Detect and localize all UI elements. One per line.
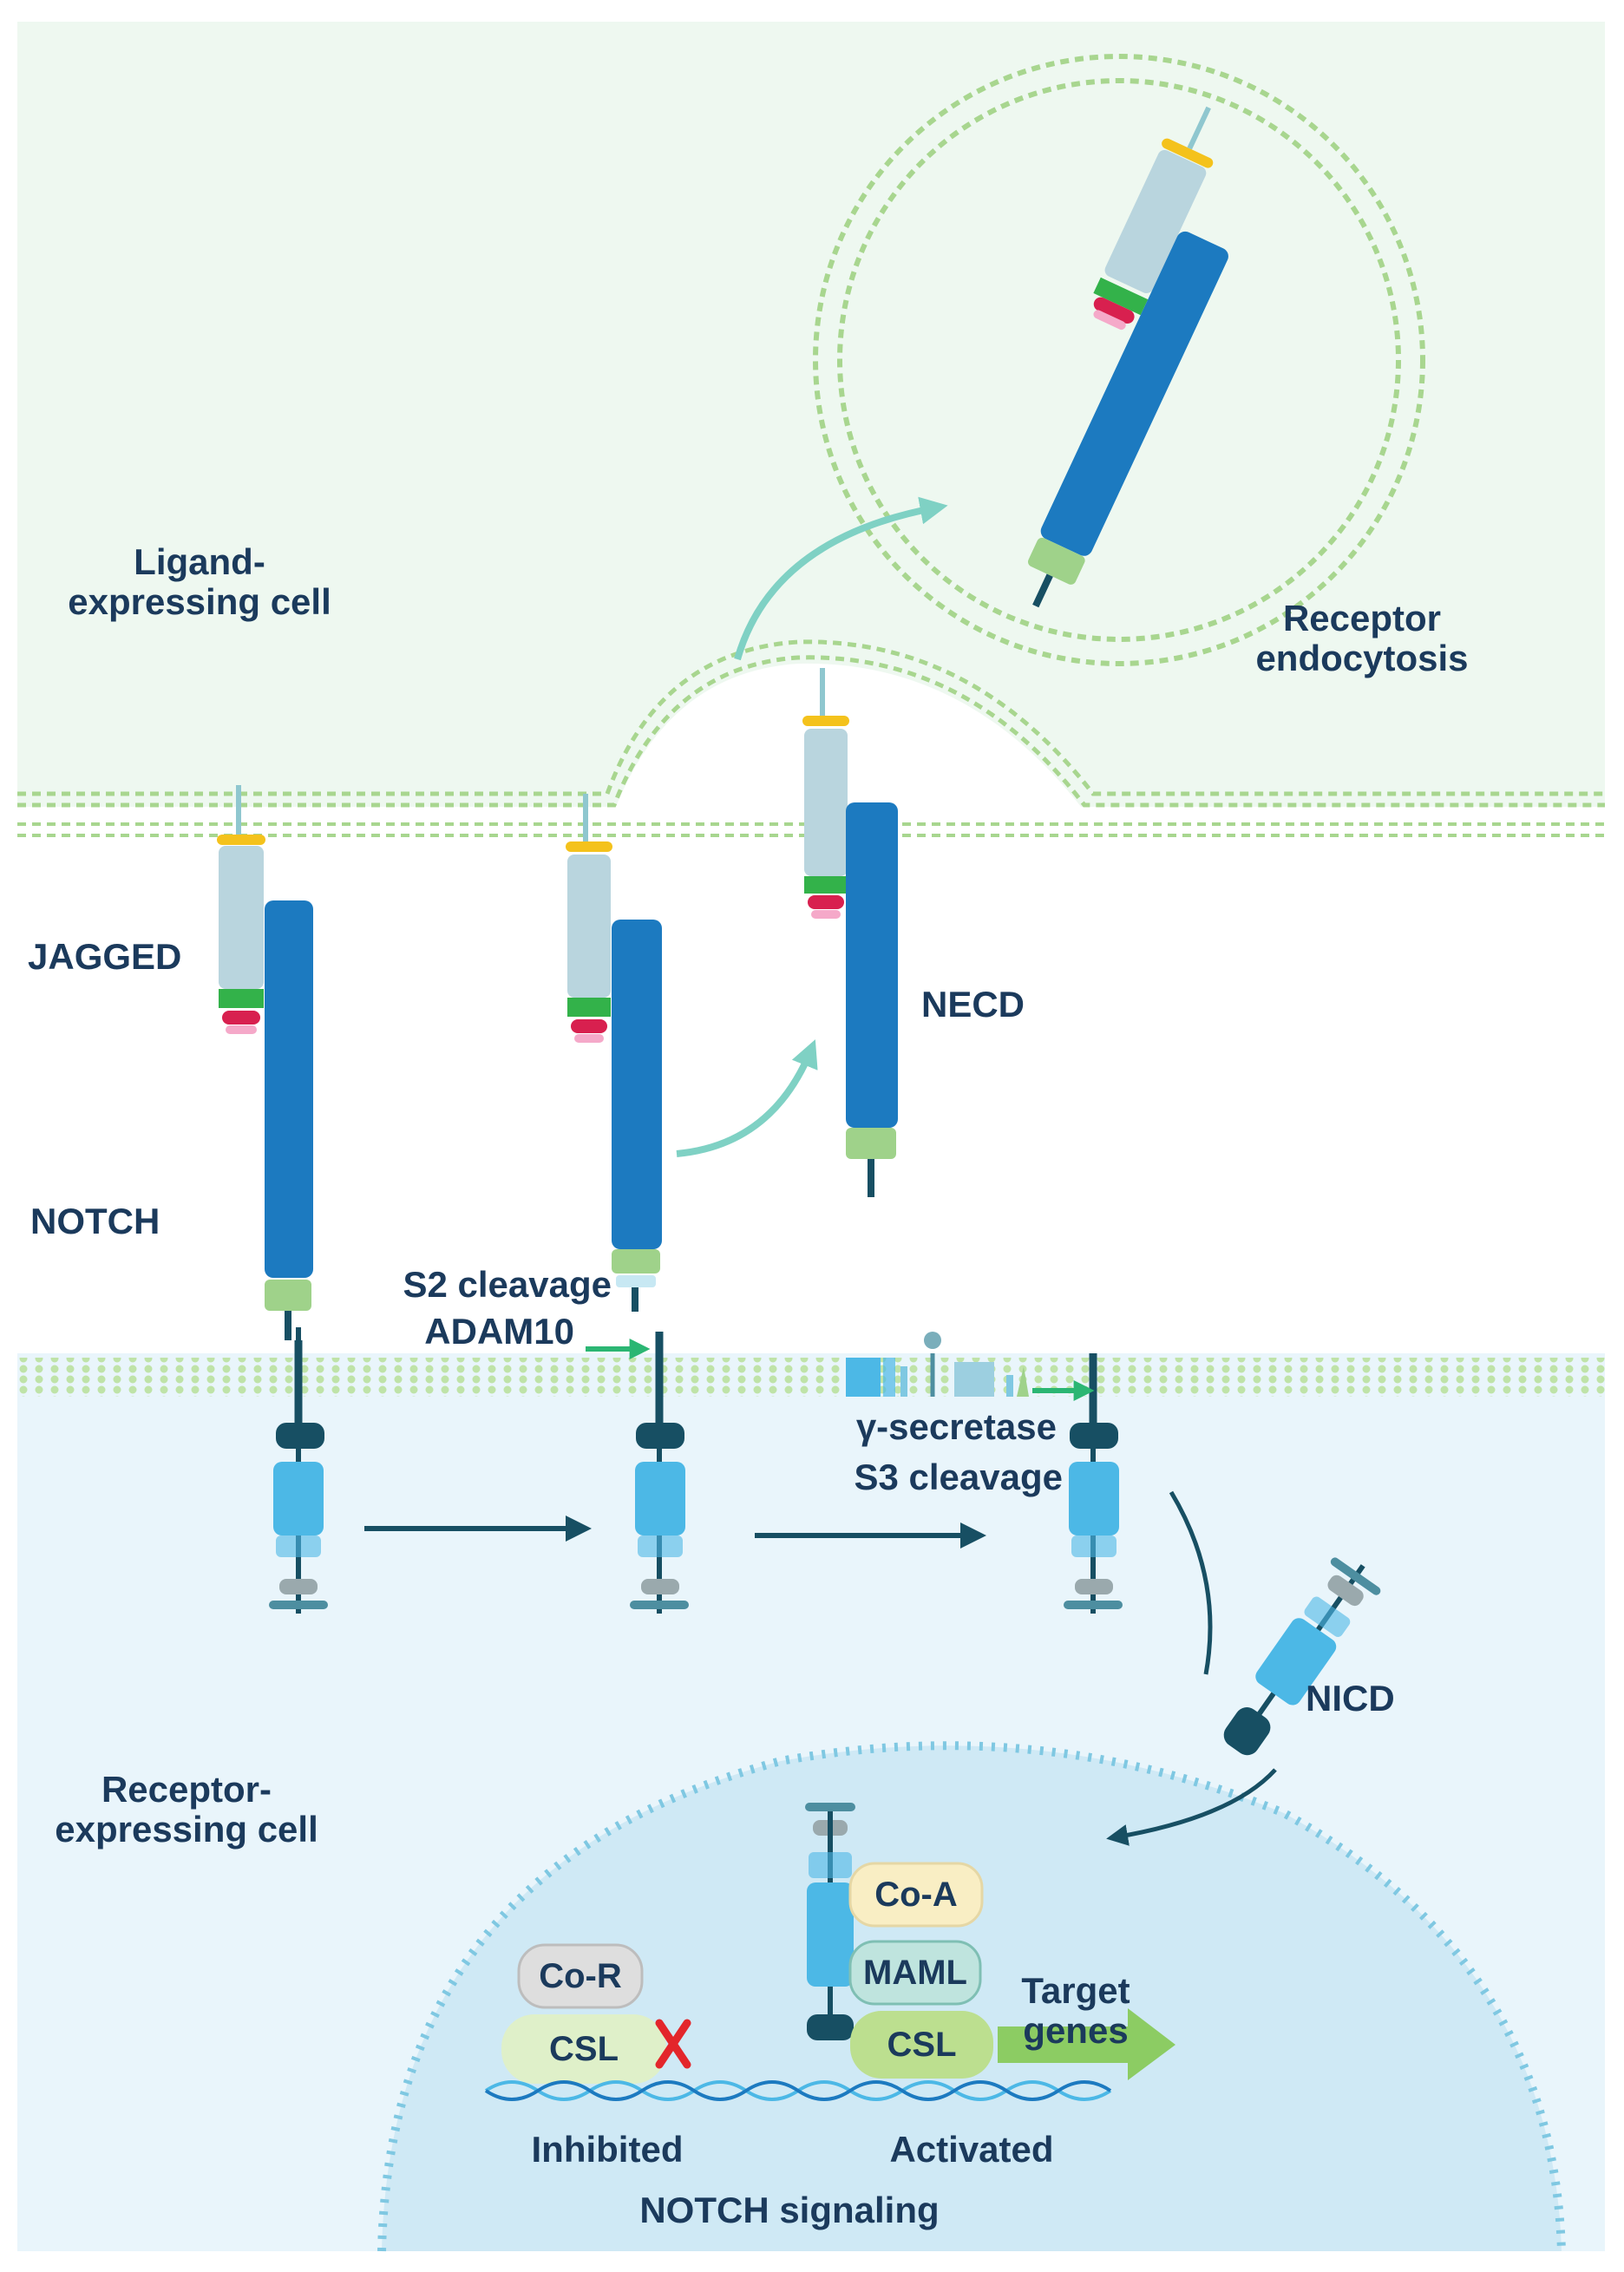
target-genes-arrow <box>998 2008 1175 2080</box>
activated-label: Activated <box>889 2129 1054 2170</box>
csl-activated-shape <box>850 2011 993 2079</box>
receptor-cell-label-line1: Receptor- <box>101 1769 272 1810</box>
nicd-fragment <box>1223 1557 1381 1756</box>
notch-signaling-label: NOTCH signaling <box>639 2190 940 2230</box>
target-genes-label-line2: genes <box>1023 2010 1129 2052</box>
receptor-endocytosis-label-line2: endocytosis <box>1255 638 1469 679</box>
s2-cleavage-label: S2 cleavage <box>403 1264 612 1305</box>
dna-helix-icon <box>484 2080 1112 2101</box>
receptor-endocytosis-label-line1: Receptor <box>1282 598 1442 638</box>
nicd-label: NICD <box>1306 1678 1395 1719</box>
maml-shape <box>848 1940 982 2006</box>
csl-inhibited-shape <box>501 2014 666 2084</box>
complex-2 <box>566 794 689 1614</box>
endocytic-vesicle <box>813 54 1425 666</box>
maml-label: MAML <box>863 1953 967 1992</box>
complex-1 <box>217 785 328 1614</box>
co-a-label: Co-A <box>874 1875 958 1914</box>
target-genes-label: Target genes <box>989 1970 1162 2052</box>
ligand-cell-membrane <box>17 639 1605 837</box>
nicd-translocation-arrow <box>1169 1490 1213 1675</box>
released-necd <box>802 668 898 1197</box>
inhibited-label: Inhibited <box>531 2129 684 2170</box>
co-r-label: Co-R <box>539 1956 622 1995</box>
target-genes-label-line1: Target <box>1021 1970 1130 2011</box>
csl-inhibited-label: CSL <box>549 2029 619 2068</box>
co-a-shape <box>848 1862 984 1928</box>
nuclear-nicd <box>805 1803 855 2040</box>
notch-label: NOTCH <box>30 1201 160 1241</box>
ligand-cell-label-line1: Ligand- <box>134 541 265 582</box>
jagged-label: JAGGED <box>28 936 182 977</box>
membrane-bulge-fill <box>614 663 1084 811</box>
nicd-nucleus-arrow <box>1106 1768 1277 1846</box>
endocytosis-arrow <box>734 496 948 661</box>
gamma-secretase-label: γ-secretase <box>855 1406 1057 1447</box>
co-r-shape <box>517 1943 644 2009</box>
receptor-endocytosis-label: Receptor endocytosis <box>1197 598 1527 679</box>
adam10-label: ADAM10 <box>424 1311 574 1352</box>
complex-3 <box>1064 1353 1123 1614</box>
ligand-cell-label: Ligand- expressing cell <box>35 541 364 623</box>
receptor-cell-label: Receptor- expressing cell <box>22 1769 351 1850</box>
necd-label: NECD <box>921 984 1025 1025</box>
internalized-complex <box>1027 106 1228 608</box>
ligand-cell-label-line2: expressing cell <box>68 581 331 623</box>
inhibit-x-icon <box>655 2019 691 2069</box>
csl-activated-label: CSL <box>887 2025 957 2064</box>
receptor-cell-membrane <box>17 1358 1605 1397</box>
receptor-cell-label-line2: expressing cell <box>55 1809 318 1850</box>
gamma-secretase-complex <box>846 1332 1029 1397</box>
necd-release-arrow <box>676 1039 818 1157</box>
s3-cleavage-label: S3 cleavage <box>854 1457 1063 1497</box>
